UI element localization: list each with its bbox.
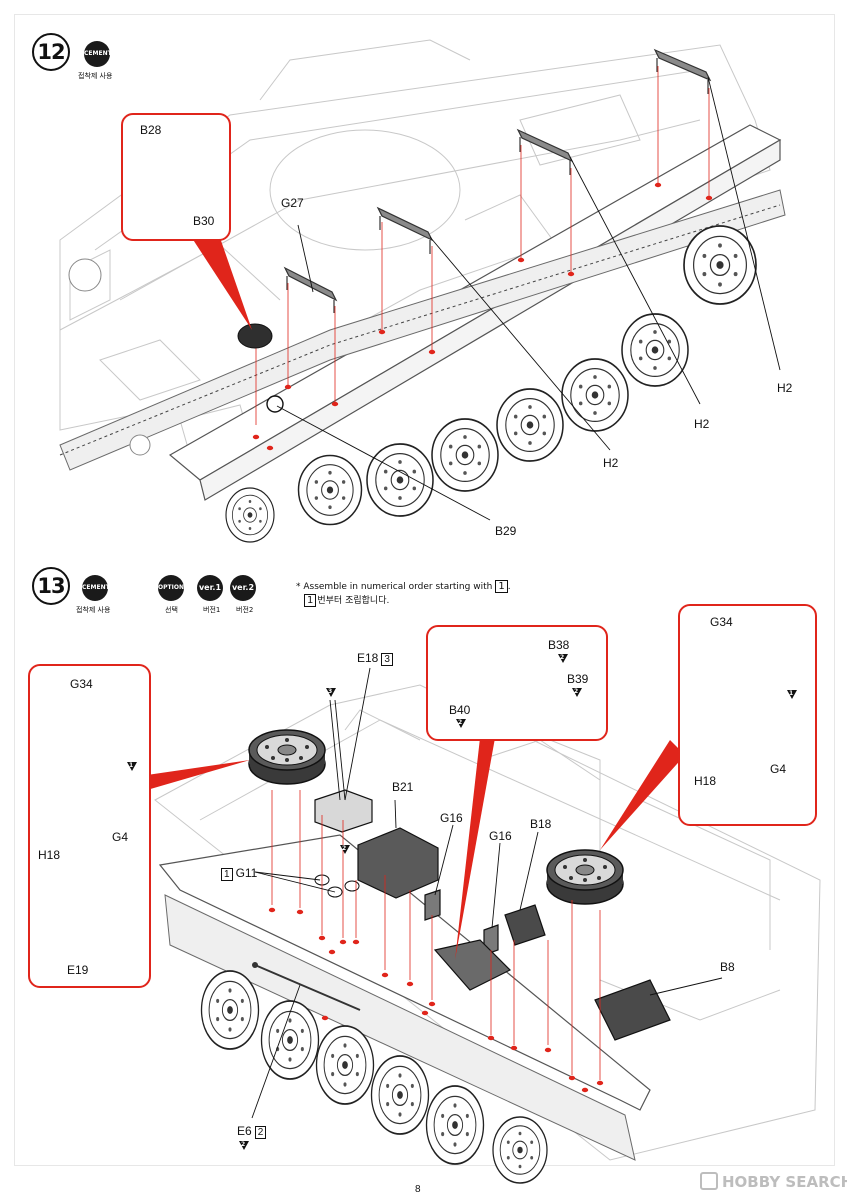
watermark: HOBBY SEARCH: [700, 1172, 847, 1191]
right-label-g34: G34: [710, 615, 733, 629]
note-korean-box: 1: [304, 594, 317, 607]
right-label-g4: G4: [770, 762, 787, 776]
part-label-b8: B8: [720, 960, 735, 974]
assembly-order-note: * Assemble in numerical order starting w…: [296, 580, 511, 593]
option-caption: 선택: [165, 606, 178, 614]
note-korean: 번부터 조립합니다.: [317, 596, 390, 606]
step-number-13: 13: [32, 567, 70, 605]
cement-badge: CEMENT: [84, 41, 112, 67]
top-marker-b38: 2: [558, 654, 568, 663]
top-label-b40: B40: [449, 703, 471, 717]
page-frame: [14, 14, 835, 1166]
top-marker-b40: 2: [456, 719, 466, 728]
e18-marker: 3: [326, 688, 336, 697]
part-label-h2-b: H2: [694, 417, 710, 431]
e6-marker: 2: [239, 1141, 249, 1150]
version1-badge: ver.1: [197, 575, 223, 601]
step-number-12: 12: [32, 33, 70, 71]
watermark-text: HOBBY SEARCH: [722, 1173, 847, 1191]
top-label-b39: B39: [567, 672, 589, 686]
g11-marker: 2: [340, 845, 350, 854]
part-label-h2-a: H2: [777, 381, 793, 395]
part-label-b29: B29: [495, 524, 517, 538]
top-marker-b39: 2: [572, 688, 582, 697]
g11-text: G11: [235, 866, 258, 880]
option-badge: OPTION: [158, 575, 184, 601]
right-label-h18: H18: [694, 774, 717, 788]
callout-left-wheel: [28, 664, 151, 988]
left-label-e19: E19: [67, 963, 89, 977]
version2-badge: ver.2: [230, 575, 256, 601]
part-label-g16-b: G16: [489, 829, 512, 843]
e6-text: E6: [237, 1124, 252, 1138]
g11-box: 1: [221, 868, 233, 881]
version1-caption: 버전1: [203, 606, 221, 614]
callout-right-wheel: [678, 604, 817, 826]
part-label-g27: G27: [281, 196, 304, 210]
left-label-g34: G34: [70, 677, 93, 691]
callout-b28-b30: [121, 113, 231, 241]
cement-caption: 접착제 사용: [78, 72, 113, 80]
left-marker-1: 1: [127, 762, 137, 771]
left-label-g4: G4: [112, 830, 129, 844]
cement-caption-13: 접착제 사용: [76, 606, 111, 614]
note-english-box: 1: [495, 580, 508, 593]
part-label-b18: B18: [530, 817, 552, 831]
version2-caption: 버전2: [236, 606, 254, 614]
part-label-g16-a: G16: [440, 811, 463, 825]
watermark-logo-icon: [700, 1172, 718, 1190]
right-marker-1: 1: [787, 690, 797, 699]
cement-badge-13: CEMENT: [82, 575, 110, 601]
e18-box: 3: [381, 653, 393, 666]
page-number: 8: [415, 1184, 421, 1195]
part-label-b28: B28: [140, 123, 162, 137]
part-label-h2-c: H2: [603, 456, 619, 470]
top-label-b38: B38: [548, 638, 570, 652]
part-label-b21: B21: [392, 780, 414, 794]
e18-text: E18: [357, 651, 379, 665]
note-english: * Assemble in numerical order starting w…: [296, 582, 493, 592]
left-label-h18: H18: [38, 848, 61, 862]
e6-box: 2: [254, 1126, 267, 1139]
part-label-b30: B30: [193, 214, 215, 228]
